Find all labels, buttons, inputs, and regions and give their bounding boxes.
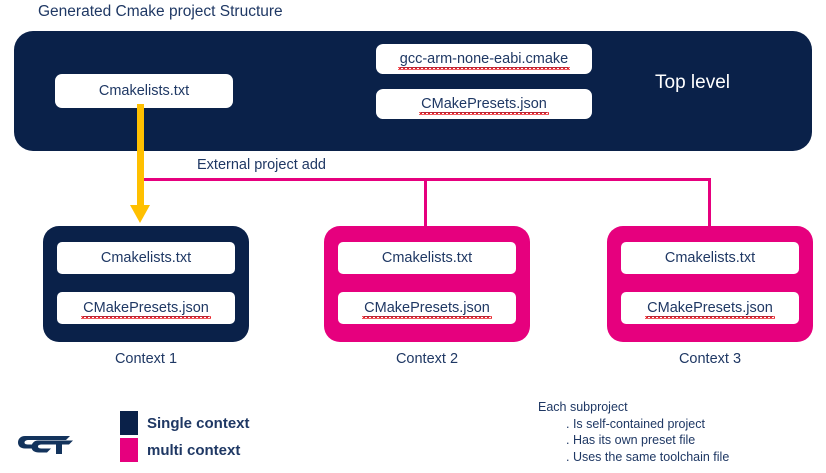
st-logo xyxy=(18,436,73,454)
page-title: Generated Cmake project Structure xyxy=(38,3,283,20)
context-3-cmakelists-chip: Cmakelists.txt xyxy=(621,242,799,274)
context-3-cmakelists-label: Cmakelists.txt xyxy=(664,250,756,266)
top-level-presets-chip: CMakePresets.json xyxy=(376,89,592,119)
context-2-presets-label: CMakePresets.json xyxy=(362,299,492,319)
context-3-box: Cmakelists.txt CMakePresets.json xyxy=(607,226,813,342)
legend-swatch-multi-context xyxy=(120,438,138,462)
context-1-presets-chip: CMakePresets.json xyxy=(57,292,235,324)
legend-swatch-single-context xyxy=(120,411,138,435)
legend-label-single-context: Single context xyxy=(147,415,250,432)
top-level-toolchain-label: gcc-arm-none-eabi.cmake xyxy=(397,50,571,70)
context-1-caption: Context 1 xyxy=(114,351,178,367)
yellow-arrow-stem xyxy=(137,104,144,208)
context-1-box: Cmakelists.txt CMakePresets.json xyxy=(43,226,249,342)
context-1-cmakelists-chip: Cmakelists.txt xyxy=(57,242,235,274)
yellow-arrow-head-icon xyxy=(130,205,150,223)
context-3-caption: Context 3 xyxy=(678,351,742,367)
context-2-presets-chip: CMakePresets.json xyxy=(338,292,516,324)
context-2-cmakelists-label: Cmakelists.txt xyxy=(381,250,473,266)
context-2-cmakelists-chip: Cmakelists.txt xyxy=(338,242,516,274)
context-1-presets-label: CMakePresets.json xyxy=(81,299,211,319)
context-3-presets-label: CMakePresets.json xyxy=(645,299,775,319)
legend-label-multi-context: multi context xyxy=(147,442,241,459)
top-level-cmakelists-label: Cmakelists.txt xyxy=(98,83,190,99)
subproject-notes-heading: Each subproject xyxy=(538,400,628,414)
top-level-label: Top level xyxy=(655,72,730,93)
subproject-notes-item-2: . Has its own preset file xyxy=(566,433,696,447)
context-1-cmakelists-label: Cmakelists.txt xyxy=(100,250,192,266)
top-level-presets-label: CMakePresets.json xyxy=(419,95,549,115)
context-2-caption: Context 2 xyxy=(395,351,459,367)
context-3-presets-chip: CMakePresets.json xyxy=(621,292,799,324)
external-project-connector-context-2 xyxy=(424,178,427,228)
context-2-box: Cmakelists.txt CMakePresets.json xyxy=(324,226,530,342)
external-project-connector-context-3 xyxy=(708,178,711,228)
subproject-notes-item-1: . Is self-contained project xyxy=(566,416,705,431)
top-level-cmakelists-chip: Cmakelists.txt xyxy=(55,74,233,108)
subproject-notes: Each subproject . Is self-contained proj… xyxy=(538,399,729,465)
external-project-add-label: External project add xyxy=(194,157,329,173)
subproject-notes-item-3: . Uses the same toolchain file xyxy=(566,449,730,464)
top-level-toolchain-chip: gcc-arm-none-eabi.cmake xyxy=(376,44,592,74)
